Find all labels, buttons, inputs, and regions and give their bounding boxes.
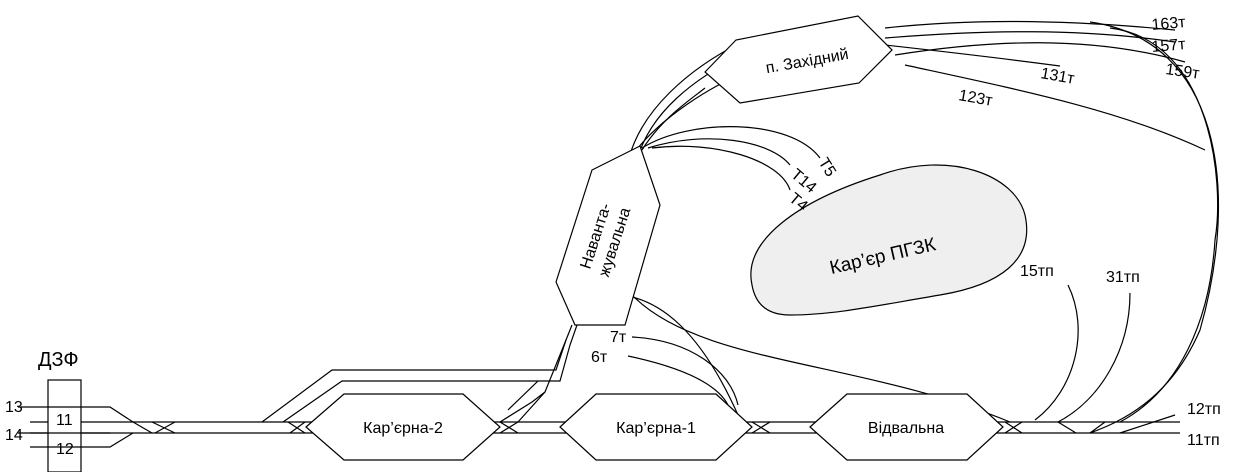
depot-input-14: 14 — [5, 427, 23, 444]
crossover — [1089, 421, 1106, 434]
crossover — [151, 421, 176, 434]
bypass-track-outer — [261, 324, 573, 423]
branch-12tp — [1119, 414, 1176, 434]
station-karerna2-shape — [305, 393, 501, 461]
crossover — [154, 421, 176, 434]
track-159t — [894, 42, 1186, 63]
bypass-tracks — [261, 324, 578, 423]
depot-track-12: 12 — [56, 441, 74, 458]
pit-shape — [750, 164, 1028, 316]
station-karerna1: Кар’єрна-1 — [559, 393, 753, 461]
label-11tp: 11тп — [1187, 432, 1220, 449]
label-t5: Т5 — [815, 155, 839, 180]
depot-track-11: 11 — [56, 412, 73, 429]
label-15tp: 15тп — [1020, 263, 1054, 280]
depot-title: ДЗФ — [38, 349, 79, 371]
station-karerna1-label: Кар’єрна-1 — [616, 420, 696, 437]
label-163t: 163т — [1151, 14, 1187, 34]
track-7t — [631, 336, 739, 406]
east-curves — [884, 20, 1220, 434]
label-159t: 159т — [1164, 61, 1201, 83]
branch-t5 — [641, 126, 821, 159]
crossover — [751, 421, 771, 434]
depot: ДЗФ 11 12 13 14 — [5, 349, 82, 472]
crossover — [132, 421, 153, 434]
track-157t-return — [1109, 27, 1219, 423]
pit: Кар’єр ПГЗК — [750, 164, 1028, 316]
branch-t14 — [647, 138, 791, 166]
t-branches — [641, 126, 821, 191]
crossover — [1004, 421, 1023, 434]
label-12tp: 12тп — [1187, 401, 1221, 418]
bypass-link — [499, 339, 567, 423]
branch-t4 — [651, 145, 791, 191]
station-vidvalna-shape — [809, 393, 1004, 461]
station-vidvalna: Відвальна — [809, 393, 1004, 461]
crossover — [499, 421, 519, 434]
station-zakhidnyi: п. Західний — [704, 15, 893, 104]
label-31tp: 31тп — [1106, 269, 1140, 286]
track-nav-loop — [621, 294, 739, 416]
label-t14: Т14 — [787, 166, 819, 197]
bypass-link — [517, 391, 546, 423]
label-131t: 131т — [1039, 65, 1076, 88]
bypass-link — [507, 380, 539, 411]
station-navantazhuvalna: Наванта- жувальна — [555, 145, 661, 326]
station-zakhidnyi-shape — [704, 15, 893, 104]
track-31tp — [1057, 292, 1131, 423]
curve-nav-zakh-4 — [641, 87, 706, 151]
crossover — [289, 421, 306, 434]
depot-box — [47, 379, 82, 472]
track-163t — [884, 20, 1176, 31]
track-163t-return — [1089, 21, 1220, 434]
label-157t: 157т — [1151, 36, 1187, 56]
track-15tp — [1034, 284, 1079, 421]
track-131t — [884, 44, 1061, 67]
track-6t — [627, 355, 729, 406]
station-karerna2: Кар’єрна-2 — [305, 393, 501, 461]
label-7t: 7т — [610, 329, 627, 346]
crossover — [1057, 421, 1077, 434]
station-vidvalna-label: Відвальна — [868, 420, 944, 437]
tp-branches — [1034, 284, 1131, 423]
label-6t: 6т — [591, 349, 608, 366]
station-karerna1-shape — [559, 393, 753, 461]
station-navantazhuvalna-shape — [555, 145, 661, 326]
bypass-track-inner — [282, 324, 578, 423]
station-karerna2-label: Кар’єрна-2 — [363, 420, 443, 437]
track-123t — [904, 64, 1206, 151]
label-123t: 123т — [957, 87, 994, 110]
depot-input-13: 13 — [5, 399, 23, 416]
